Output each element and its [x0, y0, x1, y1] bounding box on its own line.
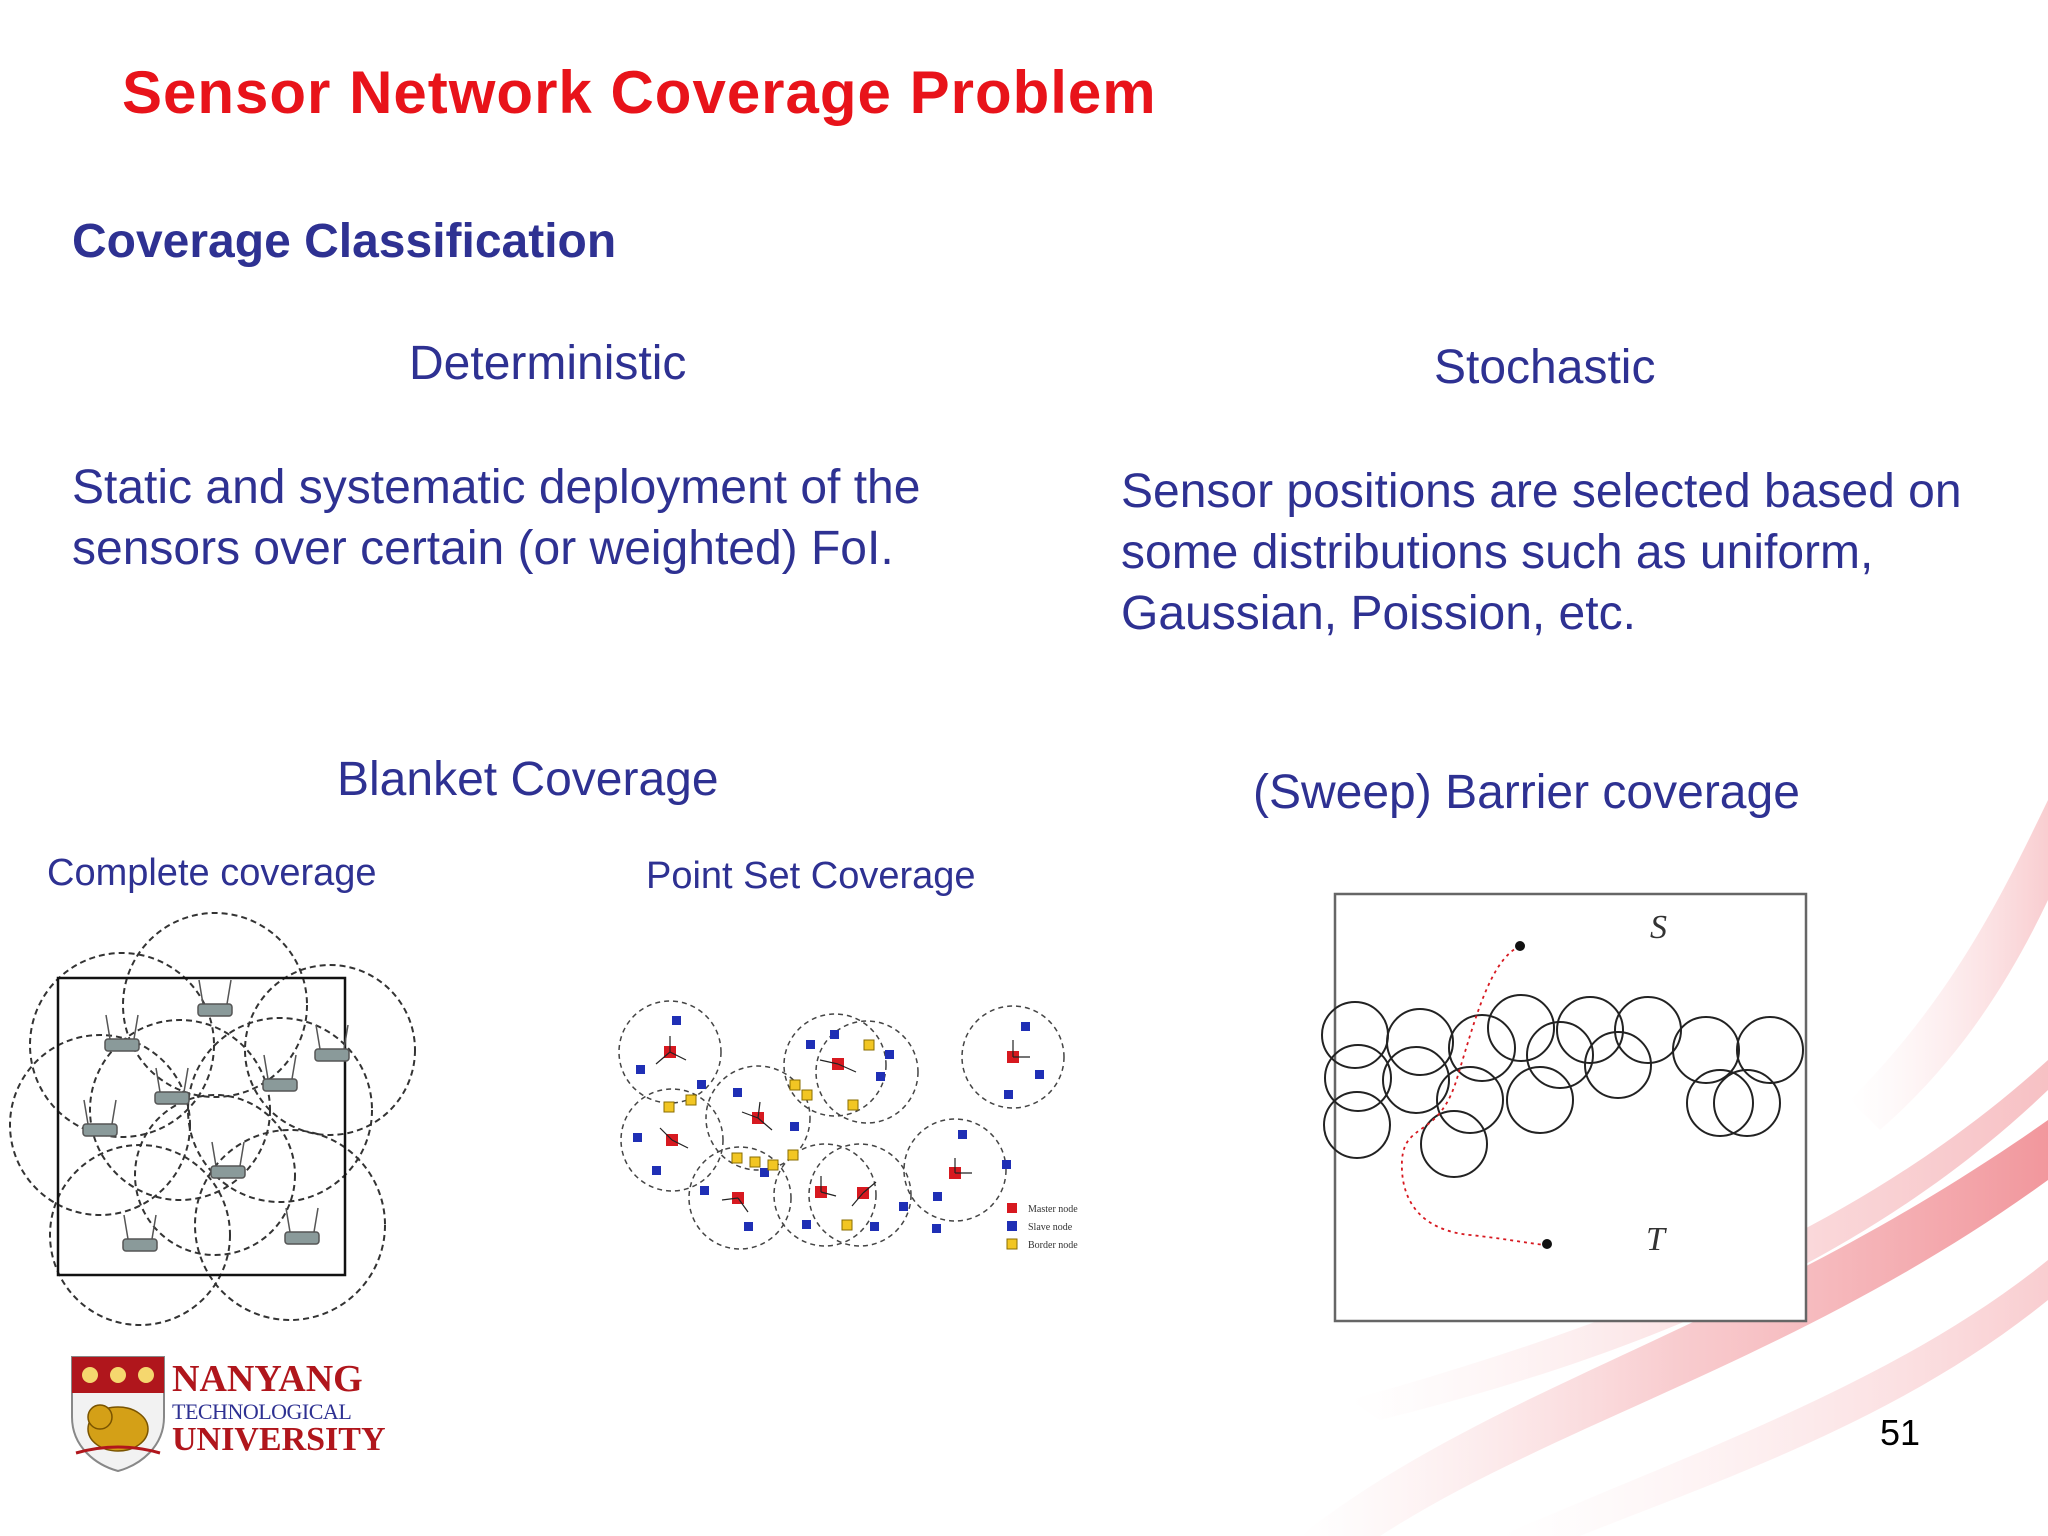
complete-coverage-diagram	[9, 912, 416, 1326]
point-set-legend: Master node Slave node Border node	[1006, 1203, 1078, 1251]
university-crest-icon	[71, 1356, 165, 1473]
deterministic-heading: Deterministic	[409, 337, 687, 390]
router-icons	[82, 979, 350, 1252]
logo-line-technological: TECHNOLOGICAL	[172, 1399, 352, 1424]
legend-slave-label: Slave node	[1028, 1222, 1073, 1233]
deterministic-description: Static and systematic deployment of the …	[72, 461, 921, 575]
logo-line-nanyang: NANYANG	[172, 1358, 363, 1400]
page-number: 51	[1879, 1412, 1920, 1453]
point-set-coverage-label: Point Set Coverage	[646, 855, 976, 897]
logo-line-university: UNIVERSITY	[172, 1421, 386, 1458]
section-subtitle: Coverage Classification	[72, 215, 617, 268]
slide-title: Sensor Network Coverage Problem	[122, 59, 1157, 126]
source-point	[1515, 941, 1525, 951]
barrier-coverage-heading: (Sweep) Barrier coverage	[1253, 766, 1800, 819]
source-label: S	[1650, 909, 1667, 946]
complete-coverage-label: Complete coverage	[47, 852, 377, 894]
legend-master-label: Master node	[1028, 1204, 1078, 1215]
target-label: T	[1646, 1221, 1667, 1258]
point-set-coverage-diagram: Master node Slave node Border node	[618, 1000, 1078, 1251]
stochastic-heading: Stochastic	[1434, 341, 1656, 394]
blanket-coverage-heading: Blanket Coverage	[337, 753, 719, 806]
university-logo: NANYANG TECHNOLOGICAL UNIVERSITY	[70, 1355, 390, 1475]
border-nodes	[663, 1039, 875, 1231]
legend-border-label: Border node	[1028, 1240, 1078, 1251]
barrier-coverage-diagram: S T	[1321, 892, 1808, 1323]
stochastic-description: Sensor positions are selected based on s…	[1121, 465, 1962, 640]
slave-nodes	[633, 1016, 1044, 1233]
target-point	[1542, 1239, 1552, 1249]
